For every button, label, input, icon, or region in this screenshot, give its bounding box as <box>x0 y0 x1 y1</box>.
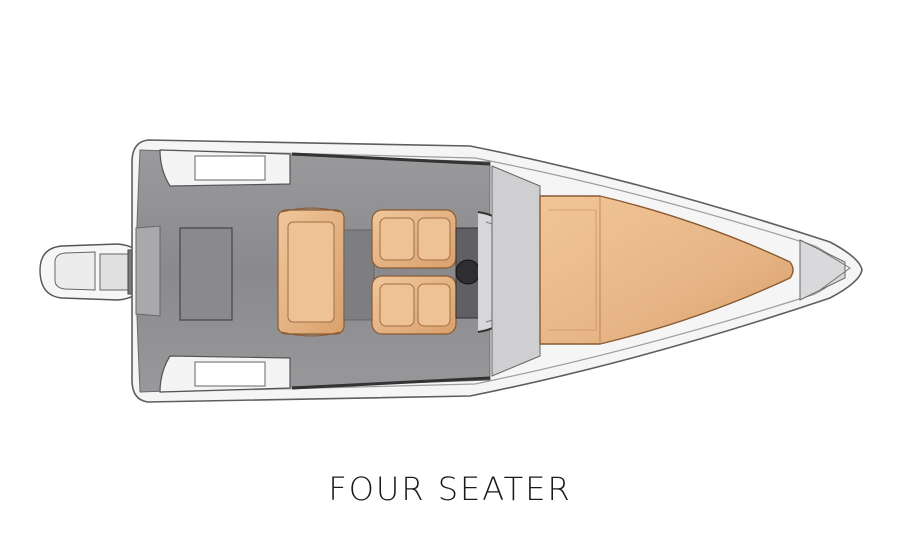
side-rails <box>291 152 491 390</box>
caption: FOUR SEATER <box>328 470 572 508</box>
helm-seats <box>371 209 457 335</box>
bow-deck <box>491 165 794 377</box>
rear-bench-seat <box>277 207 345 337</box>
stern-steps <box>159 149 291 393</box>
deck-hatch <box>179 227 233 321</box>
